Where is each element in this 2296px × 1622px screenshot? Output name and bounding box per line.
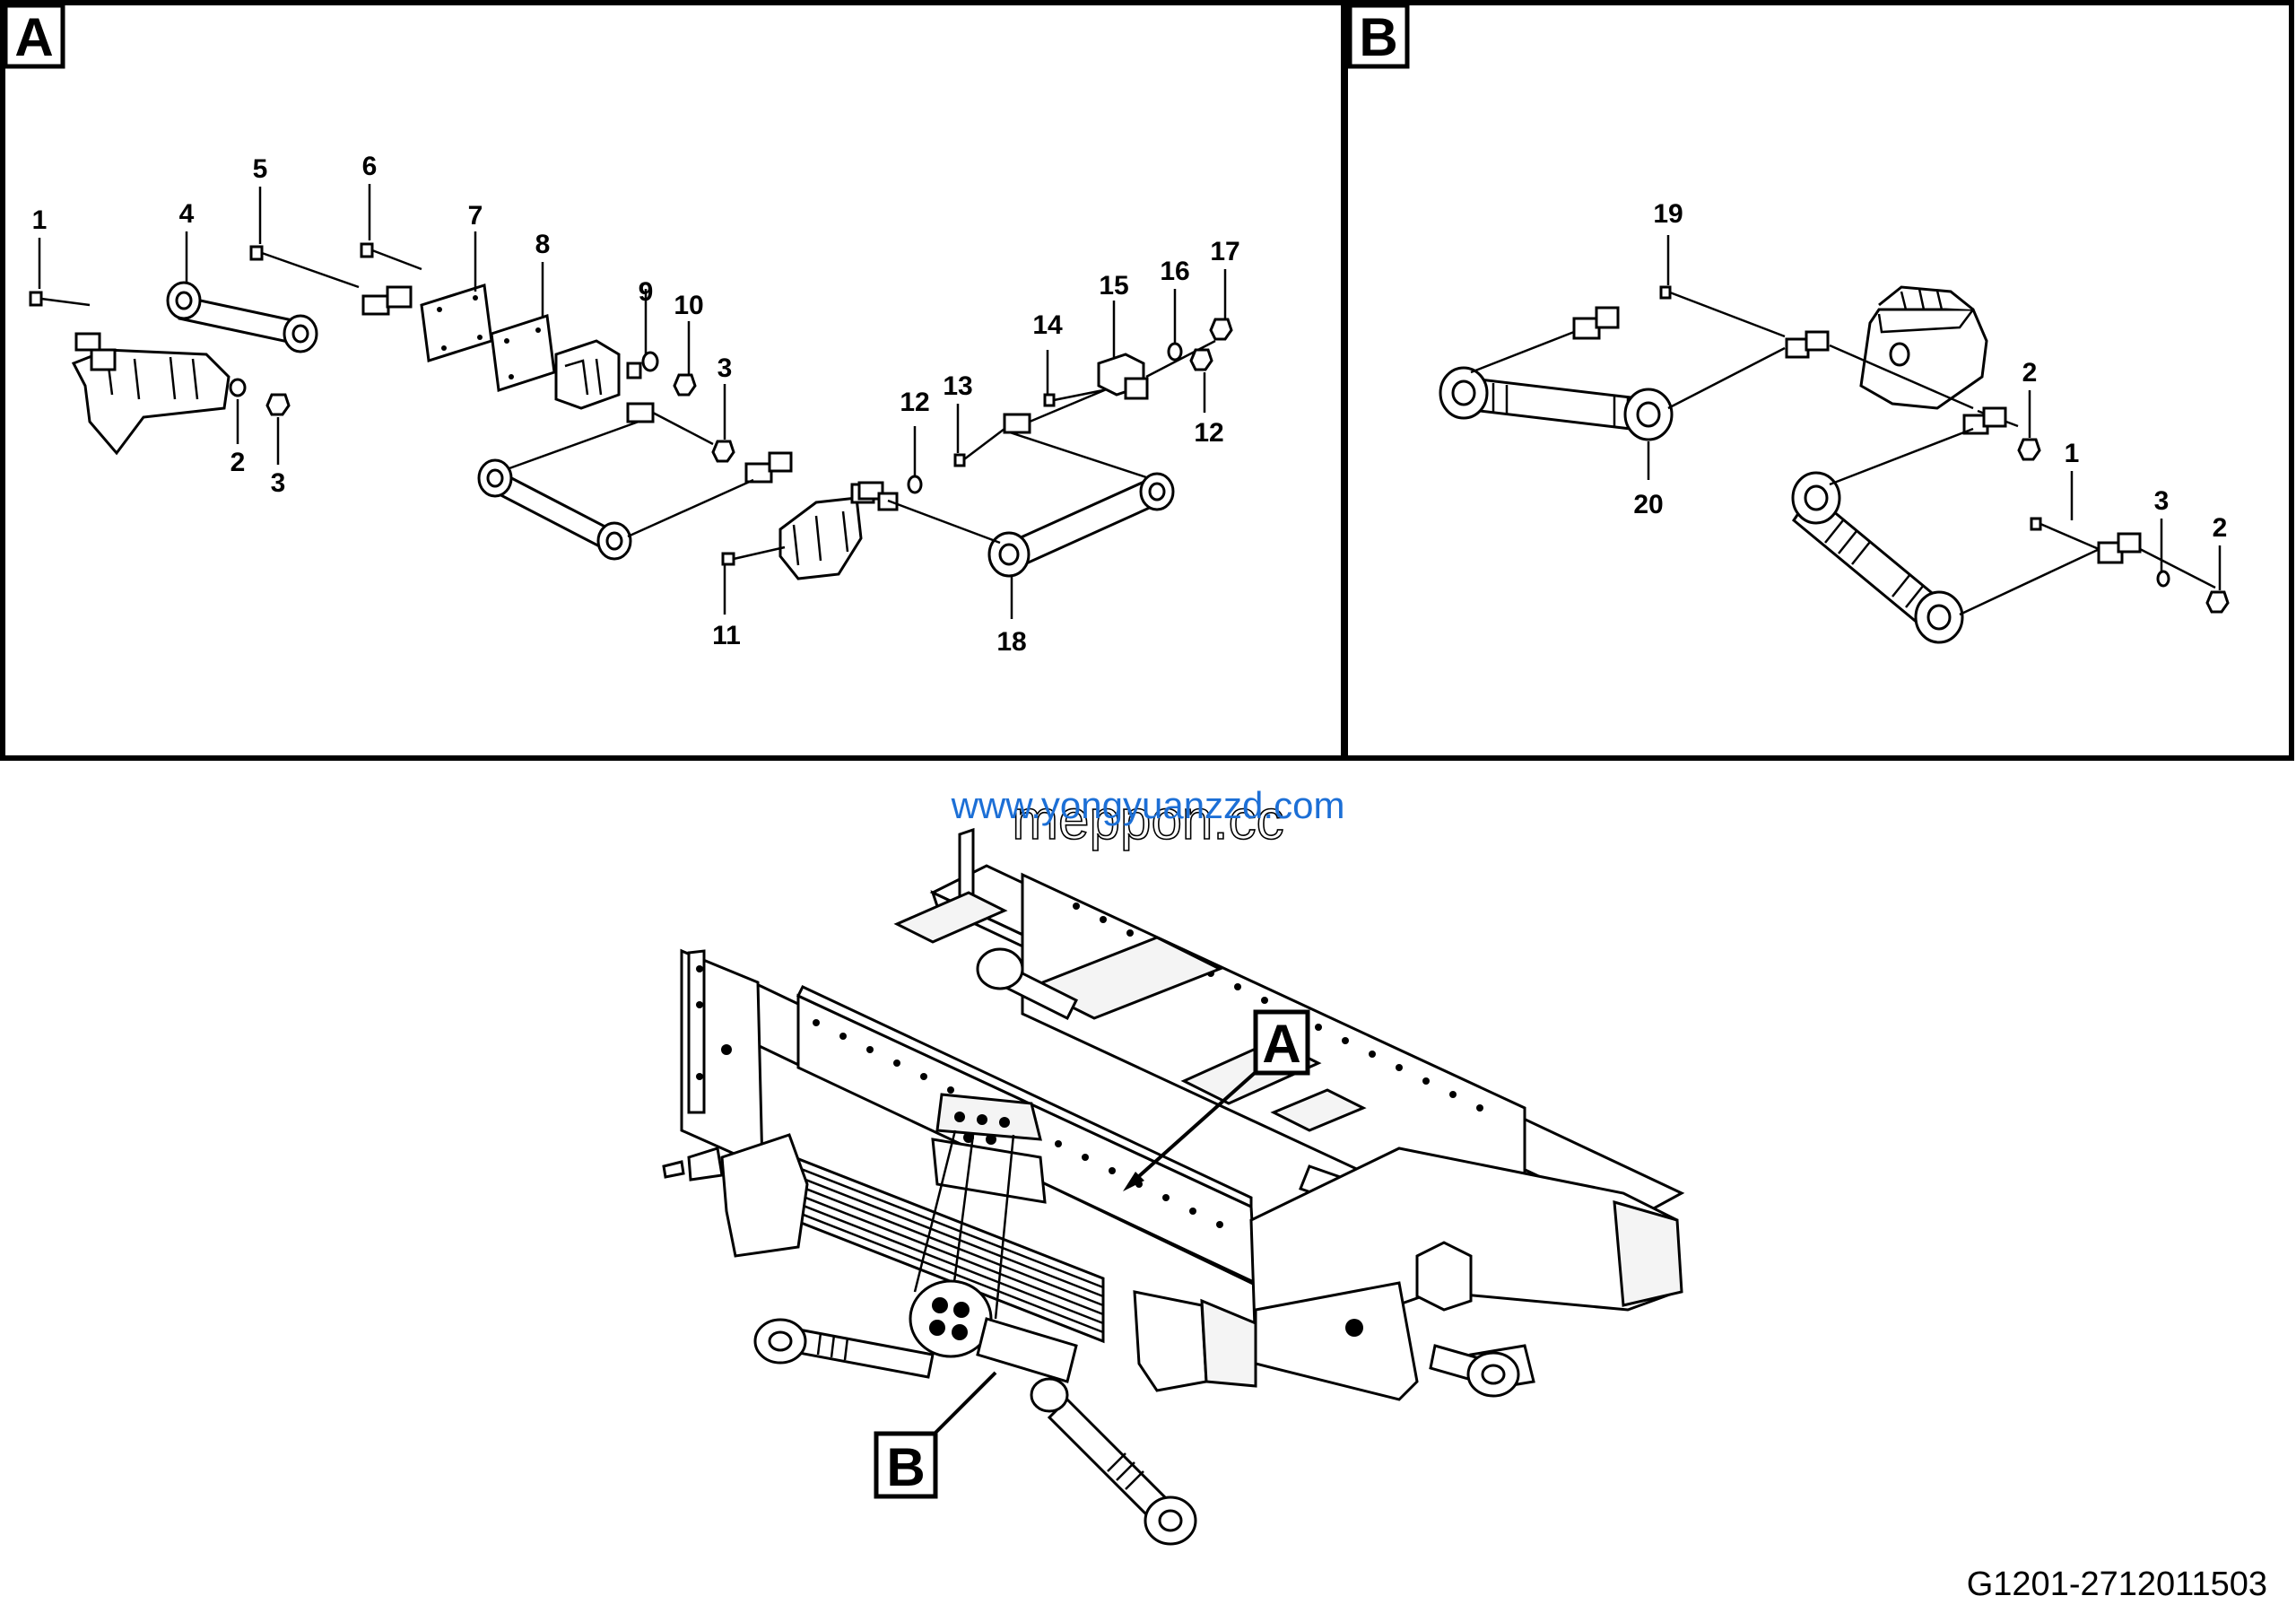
- bolt-icon: [29, 291, 91, 307]
- callout-b: 3: [2154, 486, 2170, 516]
- washer-icon: [229, 378, 247, 397]
- tie-rod-icon: [166, 281, 318, 353]
- nut-icon: [711, 440, 735, 463]
- bracket-icon: [361, 285, 413, 316]
- tie-rod-icon: [1429, 1344, 1520, 1398]
- callout-a: 3: [271, 468, 286, 498]
- callout-a: 3: [718, 353, 733, 383]
- callout-b: 2: [2022, 358, 2038, 388]
- panel-b-tag: [1347, 3, 1410, 69]
- washer-icon: [907, 475, 923, 494]
- callout-b: 20: [1633, 490, 1663, 519]
- bolt-icon: [360, 242, 422, 271]
- tie-rod-icon: [1439, 366, 1674, 441]
- bolt-icon: [2030, 517, 2100, 551]
- leaf-spring-icon: [770, 1093, 1105, 1344]
- callout-a: 15: [1099, 271, 1128, 301]
- callout-a: 13: [943, 371, 972, 401]
- tie-rod-icon: [753, 1318, 935, 1379]
- callouts-b: 19 20 2 1 3 2: [1633, 199, 2227, 543]
- washer-icon: [2156, 570, 2170, 588]
- callout-a: 5: [253, 154, 268, 184]
- callout-a: 18: [996, 627, 1026, 657]
- callout-b: 2: [2213, 513, 2228, 543]
- nut-icon: [1189, 348, 1213, 371]
- leader-lines-b: [1647, 235, 2222, 590]
- nut-icon: [2205, 590, 2230, 614]
- tie-rod-icon: [987, 472, 1175, 578]
- panel-b: B: [1343, 0, 2294, 761]
- bolt-icon: [953, 428, 1005, 467]
- callout-a: 8: [535, 230, 551, 259]
- callout-a: 10: [674, 291, 703, 320]
- bolt-icon: [1043, 388, 1104, 407]
- bolt-icon: [721, 545, 786, 566]
- callout-a: 2: [230, 448, 246, 477]
- panel-a: A: [0, 0, 1346, 761]
- panel-a-tag: [3, 3, 65, 69]
- washer-icon: [1167, 342, 1183, 362]
- callout-a: 12: [900, 388, 929, 417]
- mounting-plate-icon: [490, 314, 556, 392]
- callout-a: 14: [1032, 310, 1063, 340]
- bracket-icon: [71, 332, 230, 456]
- panel-b-letter: B: [1359, 7, 1397, 67]
- nut-icon: [2017, 438, 2041, 461]
- callouts-a: 1 4 5 6 7 8 9 10 3 2 3 17 16 15 14 13 12…: [32, 152, 1240, 657]
- bracket-icon: [778, 483, 875, 580]
- callout-a: 1: [32, 205, 48, 235]
- watermark-overlay: meppon.cc: [1012, 789, 1283, 851]
- callout-a: 6: [362, 152, 378, 181]
- callout-a: 4: [179, 199, 195, 229]
- drawing-id: G1201-2712011503: [1967, 1565, 2267, 1603]
- callout-a: 12: [1194, 418, 1223, 448]
- tie-rod-icon: [1030, 1377, 1197, 1546]
- leader-lines-a: [38, 184, 1227, 619]
- callout-a: 17: [1210, 237, 1239, 266]
- bracket-icon: [1003, 379, 1126, 434]
- panel-b-border: [1343, 0, 2294, 761]
- overview-letter-b: B: [886, 1437, 925, 1497]
- bracket-icon: [1667, 330, 1830, 410]
- callout-a: 11: [712, 621, 741, 650]
- overview-letter-a: A: [1262, 1014, 1300, 1074]
- nut-icon: [1209, 318, 1233, 341]
- tie-rod-icon: [477, 458, 632, 561]
- bracket-icon: [1097, 339, 1216, 400]
- bracket-icon: [857, 481, 899, 511]
- callout-b: 19: [1653, 199, 1683, 229]
- bracket-icon: [1962, 406, 2007, 435]
- washer-icon: [641, 351, 659, 372]
- tie-rod-icon: [1791, 471, 1964, 644]
- bracket-icon: [2097, 532, 2216, 589]
- axle-frame-icon: [662, 827, 1685, 1546]
- callout-a: 7: [468, 201, 483, 231]
- watermark: meppon.cc www.yongyuanzzd.com: [951, 784, 1345, 852]
- callout-a: 16: [1160, 257, 1189, 286]
- watermark-url: www.yongyuanzzd.com: [951, 784, 1345, 826]
- bracket-icon: [1859, 285, 1988, 410]
- bolt-icon: [1659, 285, 1786, 338]
- nut-icon: [265, 393, 291, 416]
- callout-b: 1: [2065, 439, 2080, 468]
- bracket-icon: [554, 339, 655, 423]
- overview-callout-a: A: [1123, 1009, 1310, 1191]
- callout-a: 9: [639, 277, 654, 307]
- bolt-icon: [249, 245, 360, 289]
- overview-callout-b: B: [874, 1371, 997, 1499]
- mounting-plate-icon: [420, 283, 493, 362]
- nut-icon: [673, 373, 697, 397]
- bracket-icon: [1470, 306, 1620, 374]
- panel-a-letter: A: [14, 7, 53, 67]
- bracket-icon: [509, 420, 793, 538]
